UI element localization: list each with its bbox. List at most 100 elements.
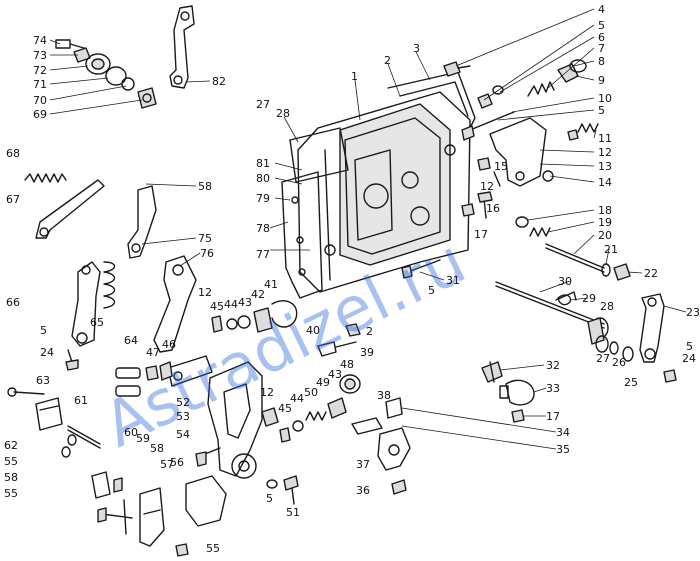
callout-label: 32 [546, 359, 560, 372]
callout-label: 48 [340, 358, 354, 371]
bolt-38 [385, 397, 403, 419]
gasket-plate [281, 171, 323, 299]
callout-label: 16 [486, 202, 500, 215]
callout-label: 69 [33, 108, 47, 121]
bolt-39 [317, 341, 357, 357]
callout-label: 39 [360, 346, 374, 359]
callout-label: 34 [556, 426, 570, 439]
callout-label: 9 [598, 74, 605, 87]
callout-label: 70 [33, 94, 47, 107]
screw-24-left [65, 349, 79, 371]
callout-label: 5 [598, 19, 605, 32]
callout-label: 18 [598, 204, 612, 217]
callout-label: 5 [598, 104, 605, 117]
callout-label: 35 [556, 443, 570, 456]
callout-label: 28 [600, 300, 614, 313]
callout-label: 22 [644, 267, 658, 280]
callout-label: 12 [480, 180, 494, 193]
cap-8-9 [557, 59, 587, 83]
bolt-17-top [461, 203, 475, 217]
spring-68 [24, 173, 67, 183]
cap-22 [613, 263, 631, 281]
callout-label: 14 [598, 176, 612, 189]
callout-label: 75 [198, 232, 212, 245]
seal-26 [609, 341, 619, 355]
nut-2-right [345, 323, 361, 337]
pin-59 [113, 477, 123, 493]
callout-label: 54 [176, 428, 190, 441]
callout-label: 3 [413, 42, 420, 55]
callout-label: 40 [306, 324, 320, 337]
callout-label: 65 [90, 316, 104, 329]
pin-20 [545, 243, 605, 273]
pin-36 [391, 479, 407, 495]
callout-label: 78 [256, 222, 270, 235]
callout-label: 5 [266, 492, 273, 505]
callout-label: 2 [384, 54, 391, 67]
callout-label: 67 [6, 193, 20, 206]
callout-label: 5 [40, 324, 47, 337]
callout-label: 73 [33, 49, 47, 62]
bolt-31 [401, 259, 441, 279]
callout-label: 27 [596, 352, 610, 365]
bolt-stack-43-50 [261, 374, 361, 443]
callout-label: 57 [160, 458, 174, 471]
washer-21 [601, 263, 611, 277]
callout-label: 19 [598, 216, 612, 229]
seal-25 [622, 346, 634, 362]
callout-label: 5 [686, 340, 693, 353]
lever-67 [35, 179, 105, 239]
callout-label: 36 [356, 484, 370, 497]
callout-label: 77 [256, 248, 270, 261]
callout-label: 82 [212, 75, 226, 88]
callout-label: 64 [124, 334, 138, 347]
bolt-15 [493, 171, 501, 187]
lever-75 [127, 185, 157, 259]
callout-label: 42 [251, 288, 265, 301]
bolt-54 [195, 447, 221, 467]
callout-label: 55 [4, 455, 18, 468]
callout-label: 45 [210, 300, 224, 313]
callout-label: 12 [598, 146, 612, 159]
top-left-bolt-stack [55, 39, 157, 109]
bolt-stack-40-45 [211, 300, 298, 333]
callout-label: 11 [598, 132, 612, 145]
bolt-46-47 [145, 361, 173, 381]
callout-label: 58 [198, 180, 212, 193]
lever-53-52 [167, 355, 263, 479]
screw-24-right [663, 369, 677, 383]
callout-label: 49 [316, 376, 330, 389]
bracket-58 [139, 487, 165, 547]
key-29 [557, 294, 572, 306]
callout-label: 10 [598, 92, 612, 105]
bolt-64 [115, 367, 141, 397]
block-56 [185, 475, 227, 527]
callout-label: 15 [494, 160, 508, 173]
spring-7 [527, 81, 555, 97]
callout-label: 41 [264, 278, 278, 291]
callout-label: 28 [276, 107, 290, 120]
plug-32 [481, 361, 503, 383]
callout-label: 53 [176, 410, 190, 423]
bolt-63 [7, 387, 45, 397]
callout-labels: 74 73 72 71 70 69 82 68 67 58 75 66 65 7… [4, 3, 700, 555]
clip-34 [351, 417, 383, 435]
callout-label: 76 [200, 247, 214, 260]
bushing-28 [587, 317, 609, 345]
callout-label: 80 [256, 172, 270, 185]
callout-label: 43 [328, 368, 342, 381]
callout-label: 23 [686, 306, 700, 319]
washer-18 [515, 216, 529, 228]
callout-label: 60 [124, 426, 138, 439]
watermark-text: Astradizel.ru [93, 224, 477, 461]
lever-76 [153, 255, 197, 353]
callout-label: 45 [278, 402, 292, 415]
callout-label: 58 [4, 471, 18, 484]
callout-label: 2 [366, 325, 373, 338]
watermark: Astradizel.ru [93, 224, 477, 461]
callout-label: 13 [598, 160, 612, 173]
callout-label: 55 [4, 487, 18, 500]
callout-label: 29 [582, 292, 596, 305]
callout-label: 50 [304, 386, 318, 399]
